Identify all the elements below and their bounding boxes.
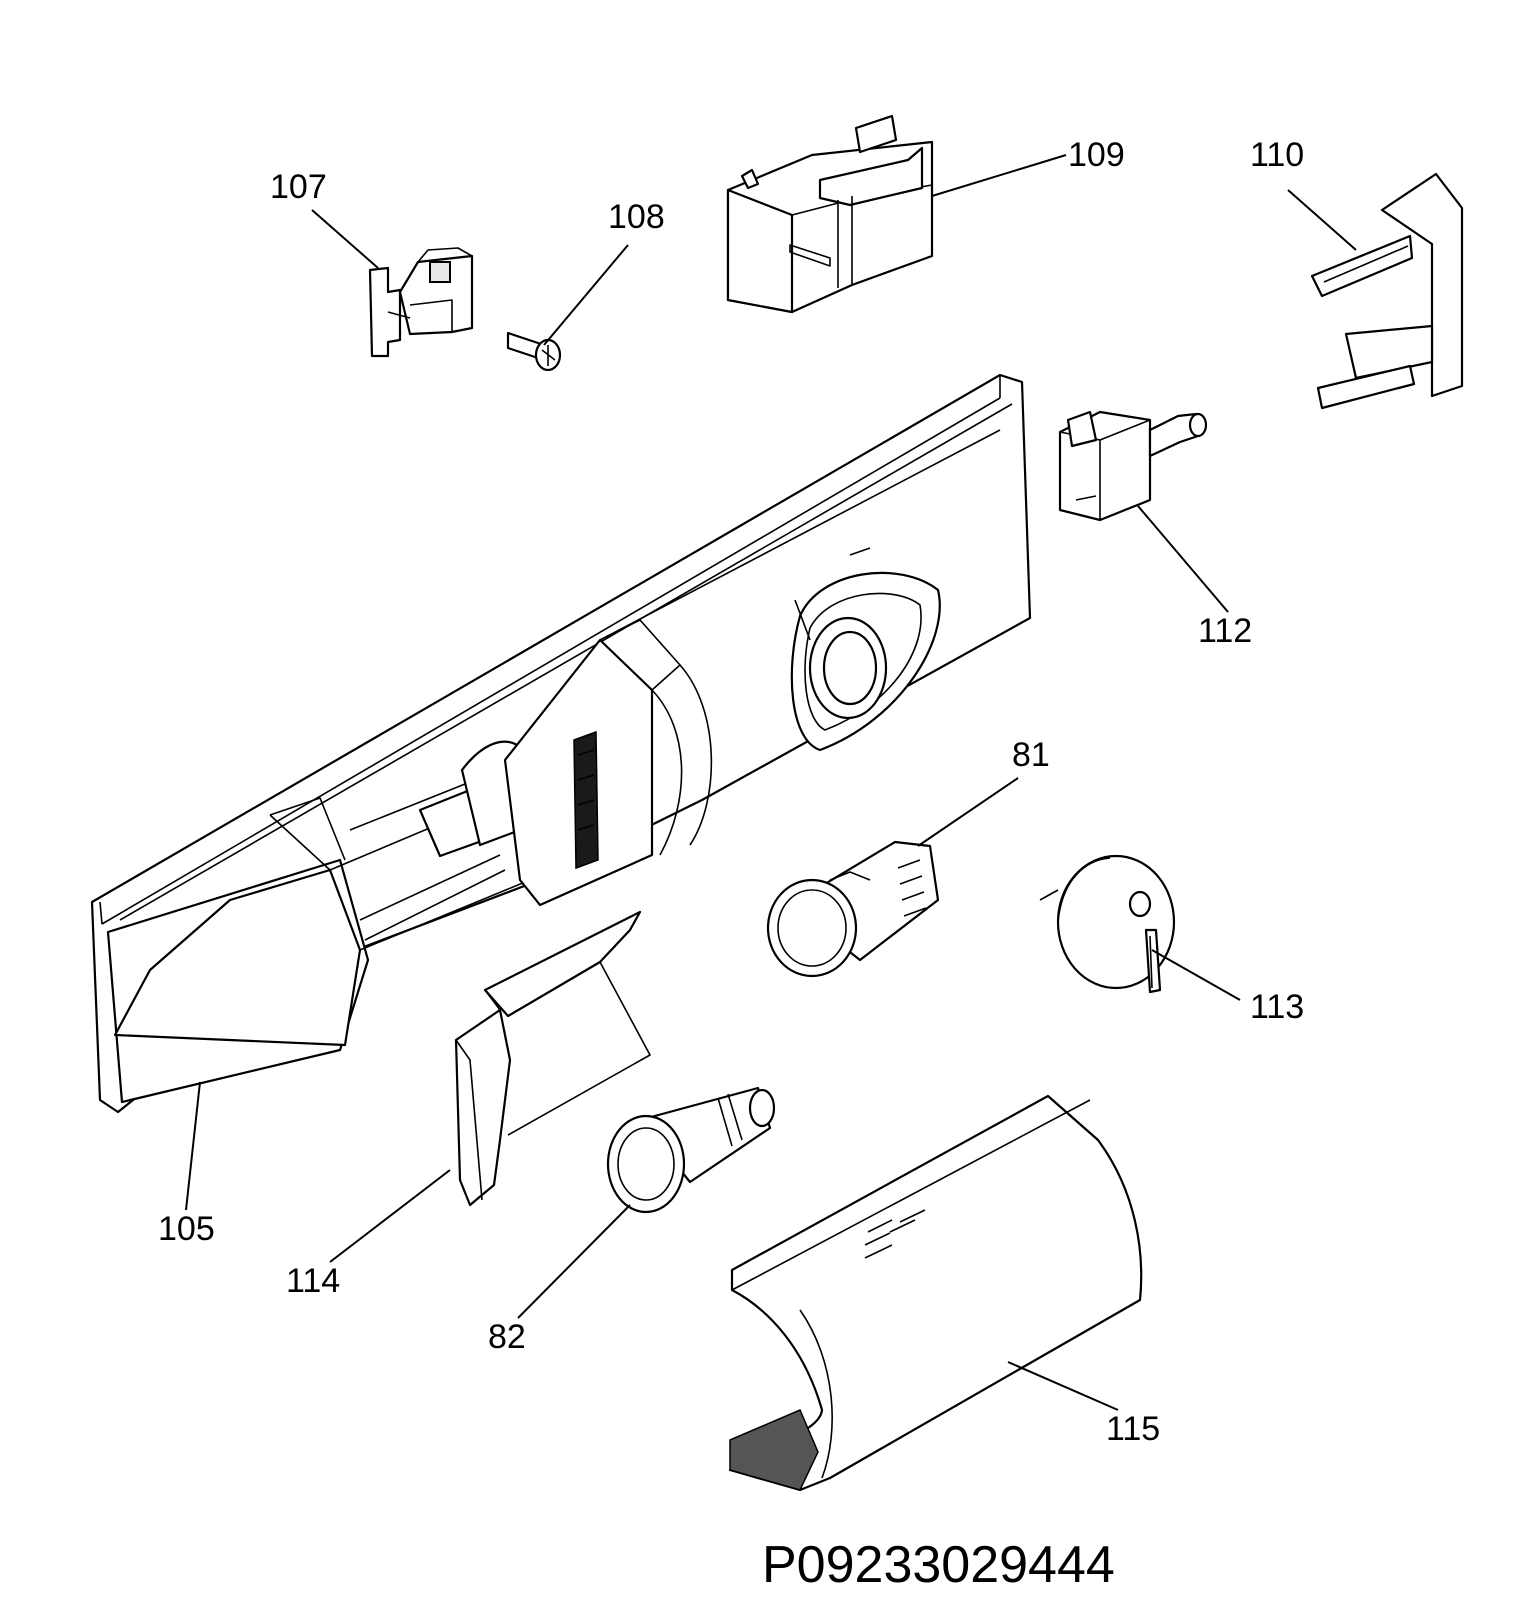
- callout-110: 110: [1250, 136, 1304, 174]
- callout-108: 108: [608, 198, 665, 236]
- leader-115: [1007, 1361, 1119, 1411]
- leader-113: [1151, 949, 1241, 1001]
- part-108-screw: [506, 331, 562, 372]
- callout-105: 105: [158, 1210, 215, 1248]
- leader-105: [185, 1081, 201, 1211]
- leader-108: [543, 244, 629, 346]
- leader-114: [329, 1169, 451, 1263]
- part-110-side-clip: [1310, 172, 1464, 410]
- callout-82: 82: [488, 1318, 526, 1356]
- part-115-cover: [728, 1094, 1143, 1492]
- part-109-module-box: [726, 114, 934, 314]
- leader-112: [1137, 505, 1229, 613]
- drawing-code: P09233029444: [762, 1536, 1115, 1594]
- part-82-knob: [606, 1086, 776, 1214]
- part-112-switch: [1058, 410, 1208, 522]
- callout-81: 81: [1012, 736, 1050, 774]
- part-105-main-panel: [90, 373, 1032, 1114]
- callout-115: 115: [1106, 1410, 1160, 1448]
- leader-lines: [185, 154, 1357, 1411]
- leader-110: [1287, 189, 1357, 251]
- part-81-knob-sleeve: [766, 840, 940, 978]
- callout-113: 113: [1250, 988, 1304, 1026]
- callout-labels: 107 108 109 110 112 81 113 105 114 82 11…: [158, 136, 1304, 1448]
- callout-109: 109: [1068, 136, 1125, 174]
- leader-109: [931, 154, 1067, 197]
- leader-82: [517, 1204, 631, 1319]
- part-107-bracket: [368, 247, 474, 358]
- leader-107: [311, 209, 379, 269]
- leader-81: [917, 777, 1019, 847]
- callout-112: 112: [1198, 612, 1252, 650]
- callout-107: 107: [270, 168, 327, 206]
- part-113-rotary-knob: [1039, 854, 1176, 994]
- part-114-lever: [454, 910, 651, 1207]
- callout-114: 114: [286, 1262, 340, 1300]
